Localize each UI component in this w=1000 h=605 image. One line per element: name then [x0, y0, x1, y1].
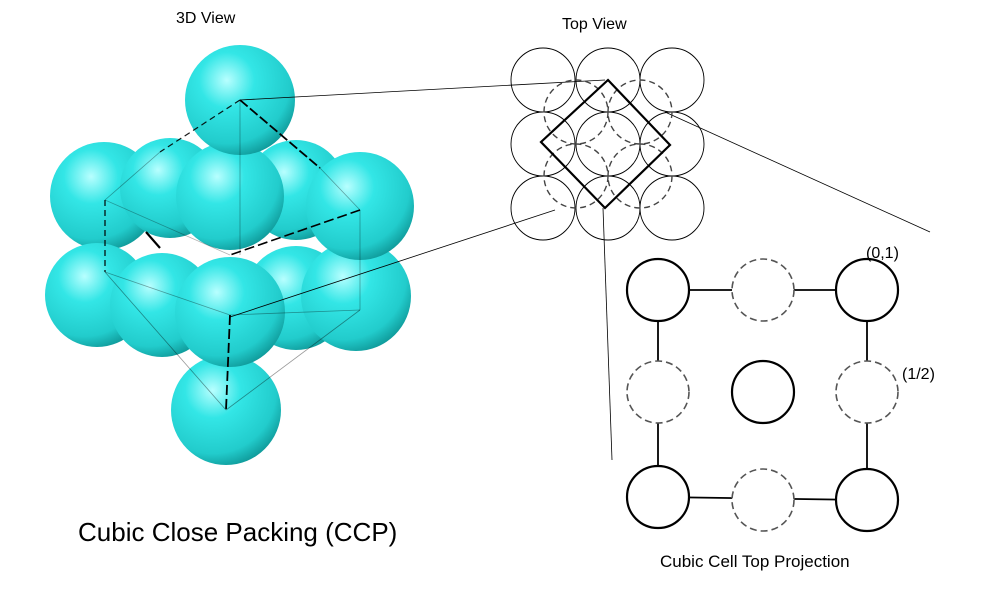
corner-atom: [625, 464, 691, 530]
diagram-title: Cubic Close Packing (CCP): [78, 517, 398, 547]
half-height-atom: [731, 468, 795, 532]
top-circle-dashed: [607, 143, 673, 209]
top-circle: [639, 111, 705, 177]
corner-atom: [625, 257, 691, 323]
face-center-atom: [730, 359, 796, 425]
cube-outline-3d: [104, 99, 361, 411]
sphere: [175, 257, 285, 367]
cube-edge: [229, 309, 361, 316]
cube-edge: [229, 209, 361, 256]
sphere: [301, 241, 411, 351]
cube-edge: [104, 271, 231, 316]
top-circle: [639, 47, 705, 113]
sphere: [306, 152, 414, 260]
cube-edge: [225, 314, 231, 411]
connector-line: [239, 79, 606, 101]
label-half-coordinate: (1/2): [902, 366, 935, 383]
corner-atom: [834, 257, 900, 323]
connector-line: [229, 209, 556, 318]
label-projection: Cubic Cell Top Projection: [660, 552, 850, 571]
cube-edge: [239, 99, 321, 169]
label-3d-view: 3D View: [176, 10, 236, 27]
top-circle: [510, 47, 576, 113]
half-height-atom: [626, 360, 690, 424]
sphere: [171, 355, 281, 465]
cube-edge: [225, 309, 361, 411]
label-top-view: Top View: [562, 16, 627, 33]
cube-edge: [145, 231, 161, 249]
half-height-atom: [731, 258, 795, 322]
sphere-stack-3d: [45, 45, 414, 465]
connector-lines: [229, 79, 931, 461]
top-circle: [575, 111, 641, 177]
cube-edge: [104, 199, 231, 256]
top-circle: [575, 175, 641, 241]
corner-atom: [834, 467, 900, 533]
cube-edge: [159, 99, 241, 153]
label-corner-coordinate: (0,1): [866, 245, 899, 262]
top-circle: [639, 175, 705, 241]
half-height-atom: [835, 360, 899, 424]
cube-edge: [104, 271, 227, 411]
cube-face-square: [539, 78, 672, 210]
top-circle: [510, 175, 576, 241]
cube-edge: [104, 151, 161, 201]
connector-line: [664, 111, 931, 233]
cubic-cell-projection: [625, 257, 900, 533]
cube-edge: [319, 167, 361, 211]
connector-line: [602, 207, 613, 461]
top-view: [510, 47, 705, 241]
sphere: [176, 142, 284, 250]
